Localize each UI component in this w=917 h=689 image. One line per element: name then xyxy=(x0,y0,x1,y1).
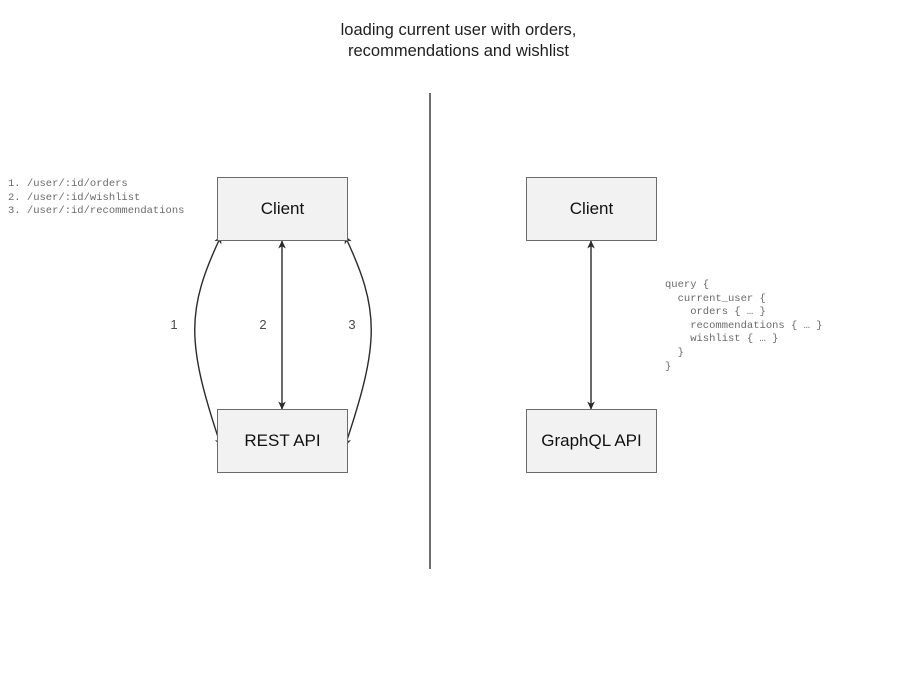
edge-3-curve xyxy=(343,235,372,447)
node-rest-api[interactable]: REST API xyxy=(217,409,348,473)
vertical-divider xyxy=(429,93,431,569)
diagram-title: loading current user with orders, recomm… xyxy=(340,21,577,60)
graphql-query-block: query { current_user { orders { … } reco… xyxy=(665,279,823,373)
node-client-left[interactable]: Client xyxy=(217,177,348,241)
edge-label-3: 3 xyxy=(348,317,356,332)
edge-label-1: 1 xyxy=(170,317,178,332)
edge-label-2: 2 xyxy=(259,317,267,332)
node-graphql-api[interactable]: GraphQL API xyxy=(526,409,657,473)
node-client-right[interactable]: Client xyxy=(526,177,657,241)
rest-endpoints-list: 1. /user/:id/orders 2. /user/:id/wishlis… xyxy=(8,178,185,218)
